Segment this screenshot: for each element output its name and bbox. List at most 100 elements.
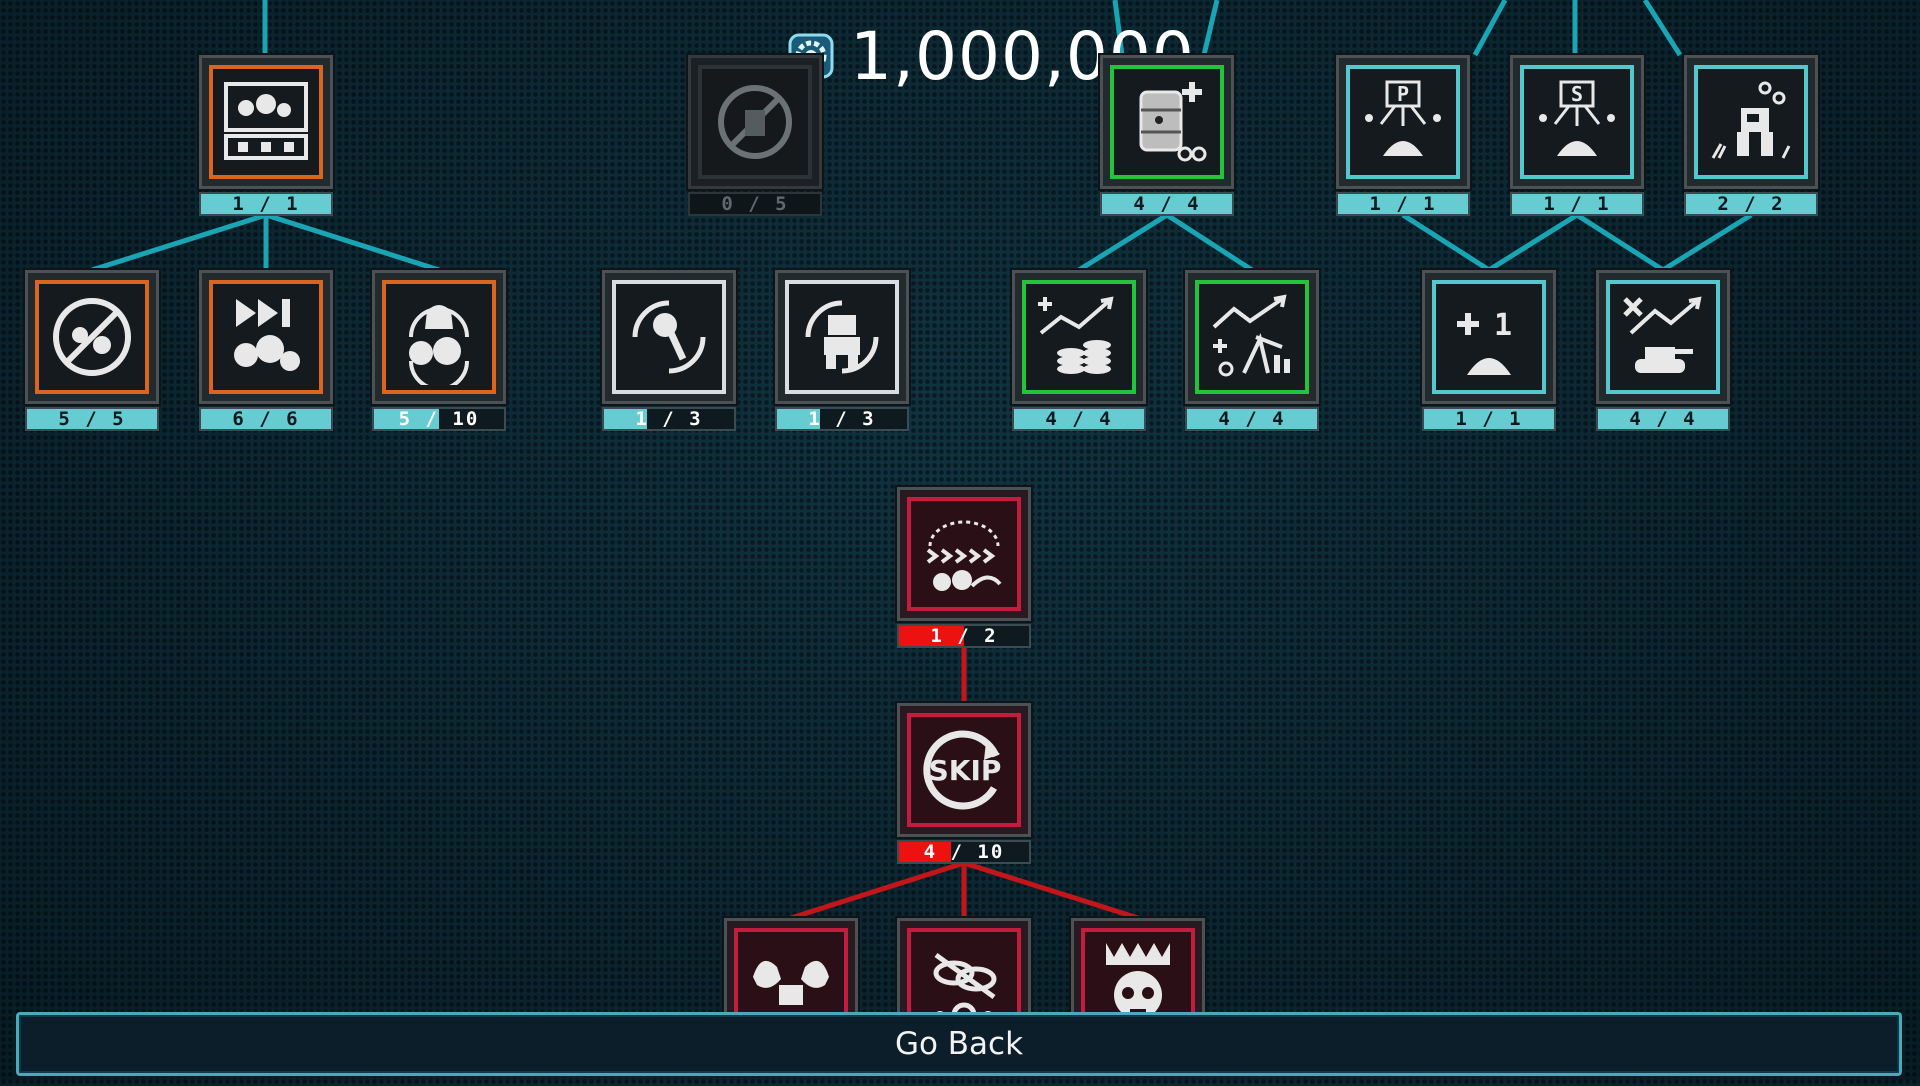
s-chip-bot-icon: S — [1539, 80, 1615, 156]
level-bar: 1 / 2 — [897, 624, 1031, 648]
teal-link — [1077, 212, 1169, 273]
skill-icon-slot — [698, 65, 812, 179]
skill-icon-slot — [209, 65, 323, 179]
skull-crown-icon — [1106, 943, 1170, 1019]
skill-node-tank-growth[interactable]: 4 / 4 — [1596, 270, 1730, 438]
red-link — [963, 860, 1139, 921]
svg-text:1: 1 — [1494, 308, 1512, 343]
teal-link — [1487, 212, 1579, 273]
level-fill — [899, 626, 964, 646]
skill-icon-slot — [1195, 280, 1309, 394]
level-bar: 1 / 1 — [1336, 192, 1470, 216]
skill-node-wrench-cycle[interactable]: 1 / 3 — [602, 270, 736, 438]
skill-node-robot-cycle[interactable]: 1 / 3 — [775, 270, 909, 438]
skip-icon: SKIP — [923, 730, 1002, 810]
skill-icon-slot — [907, 497, 1021, 611]
level-text: 4 / 4 — [1629, 408, 1697, 430]
level-fill — [374, 409, 439, 429]
fast-forward-scroll-icon — [234, 299, 300, 371]
level-fill — [201, 409, 331, 429]
robot-cycle-icon — [805, 300, 879, 374]
p-chip-bot-icon: P — [1365, 80, 1441, 156]
skill-node-no-robot[interactable]: 0 / 5 — [688, 55, 822, 223]
skill-icon-slot — [612, 280, 726, 394]
teal-link — [1472, 0, 1508, 57]
level-bar: 6 / 6 — [199, 407, 333, 431]
skill-frame — [1596, 270, 1730, 404]
skill-node-speed-arrows[interactable]: 1 / 2 — [897, 487, 1031, 655]
level-bar: 2 / 2 — [1684, 192, 1818, 216]
go-back-button[interactable]: Go Back — [16, 1012, 1902, 1076]
level-fill — [1424, 409, 1554, 429]
level-text: 1 / 1 — [1369, 193, 1437, 215]
teal-link — [91, 212, 267, 273]
skill-frame: S — [1510, 55, 1644, 189]
level-fill — [899, 842, 951, 862]
skill-frame: P — [1336, 55, 1470, 189]
skill-icon-slot: P — [1346, 65, 1460, 179]
level-bar: 1 / 1 — [199, 192, 333, 216]
level-fill — [777, 409, 821, 429]
level-text: 1 / 1 — [232, 193, 300, 215]
level-fill — [1686, 194, 1816, 214]
skill-node-coin-growth[interactable]: 4 / 4 — [1012, 270, 1146, 438]
skill-icon-slot — [1694, 65, 1808, 179]
skill-icon-slot — [1022, 280, 1136, 394]
skill-node-juggling-mech[interactable]: 2 / 2 — [1684, 55, 1818, 223]
skill-node-fast-forward-scroll[interactable]: 6 / 6 — [199, 270, 333, 438]
skill-node-no-scroll[interactable]: 5 / 5 — [25, 270, 159, 438]
skill-frame — [602, 270, 736, 404]
skill-node-bell-scroll[interactable]: 5 / 10 — [372, 270, 506, 438]
wrench-cycle-icon — [632, 300, 706, 374]
skill-node-p-chip-bot[interactable]: P 1 / 1 — [1336, 55, 1470, 223]
skill-icon-slot — [209, 280, 323, 394]
level-bar: 0 / 5 — [688, 192, 822, 216]
level-bar: 1 / 3 — [775, 407, 909, 431]
skill-icon-slot — [1110, 65, 1224, 179]
skill-node-plus-one-bot[interactable]: 1 1 / 1 — [1422, 270, 1556, 438]
skill-node-s-chip-bot[interactable]: S 1 / 1 — [1510, 55, 1644, 223]
level-text: 0 / 5 — [721, 193, 789, 215]
teal-link — [1575, 212, 1665, 273]
level-bar: 5 / 10 — [372, 407, 506, 431]
level-text: 1 / 3 — [808, 408, 876, 430]
skill-frame: SKIP — [897, 703, 1031, 837]
skill-node-oil-barrel-plus[interactable]: 4 / 4 — [1100, 55, 1234, 223]
level-text: 2 / 2 — [1717, 193, 1785, 215]
level-text: 1 / 1 — [1543, 193, 1611, 215]
teal-link — [1112, 0, 1125, 56]
level-fill — [1014, 409, 1144, 429]
skill-node-autoscroll-screen[interactable]: 1 / 1 — [199, 55, 333, 223]
teal-link — [1661, 212, 1753, 273]
level-bar: 4 / 4 — [1012, 407, 1146, 431]
coin-growth-icon — [1038, 296, 1114, 374]
level-bar: 1 / 3 — [602, 407, 736, 431]
level-bar: 4 / 10 — [897, 840, 1031, 864]
level-text: 6 / 6 — [232, 408, 300, 430]
skill-frame — [1012, 270, 1146, 404]
red-link — [790, 860, 965, 921]
level-fill — [1187, 409, 1317, 429]
level-text: 4 / 4 — [1045, 408, 1113, 430]
level-bar: 1 / 1 — [1422, 407, 1556, 431]
skip-text: SKIP — [929, 754, 1002, 787]
juggling-mech-icon — [1711, 81, 1791, 159]
teal-link — [1401, 212, 1491, 273]
skill-icon-slot — [1606, 280, 1720, 394]
skill-frame — [775, 270, 909, 404]
skill-icon-slot — [382, 280, 496, 394]
level-fill — [1598, 409, 1728, 429]
plus-one-bot-icon: 1 — [1457, 308, 1512, 375]
skill-frame — [199, 270, 333, 404]
tank-growth-icon — [1623, 296, 1702, 373]
skill-frame — [1684, 55, 1818, 189]
skill-icon-slot — [35, 280, 149, 394]
teal-link — [265, 212, 440, 273]
level-text: 1 / 1 — [1455, 408, 1523, 430]
skill-node-oil-rig-growth[interactable]: 4 / 4 — [1185, 270, 1319, 438]
skill-node-skip[interactable]: SKIP 4 / 10 — [897, 703, 1031, 871]
level-text: 5 / 5 — [58, 408, 126, 430]
level-text: 4 / 4 — [1218, 408, 1286, 430]
skill-frame — [372, 270, 506, 404]
